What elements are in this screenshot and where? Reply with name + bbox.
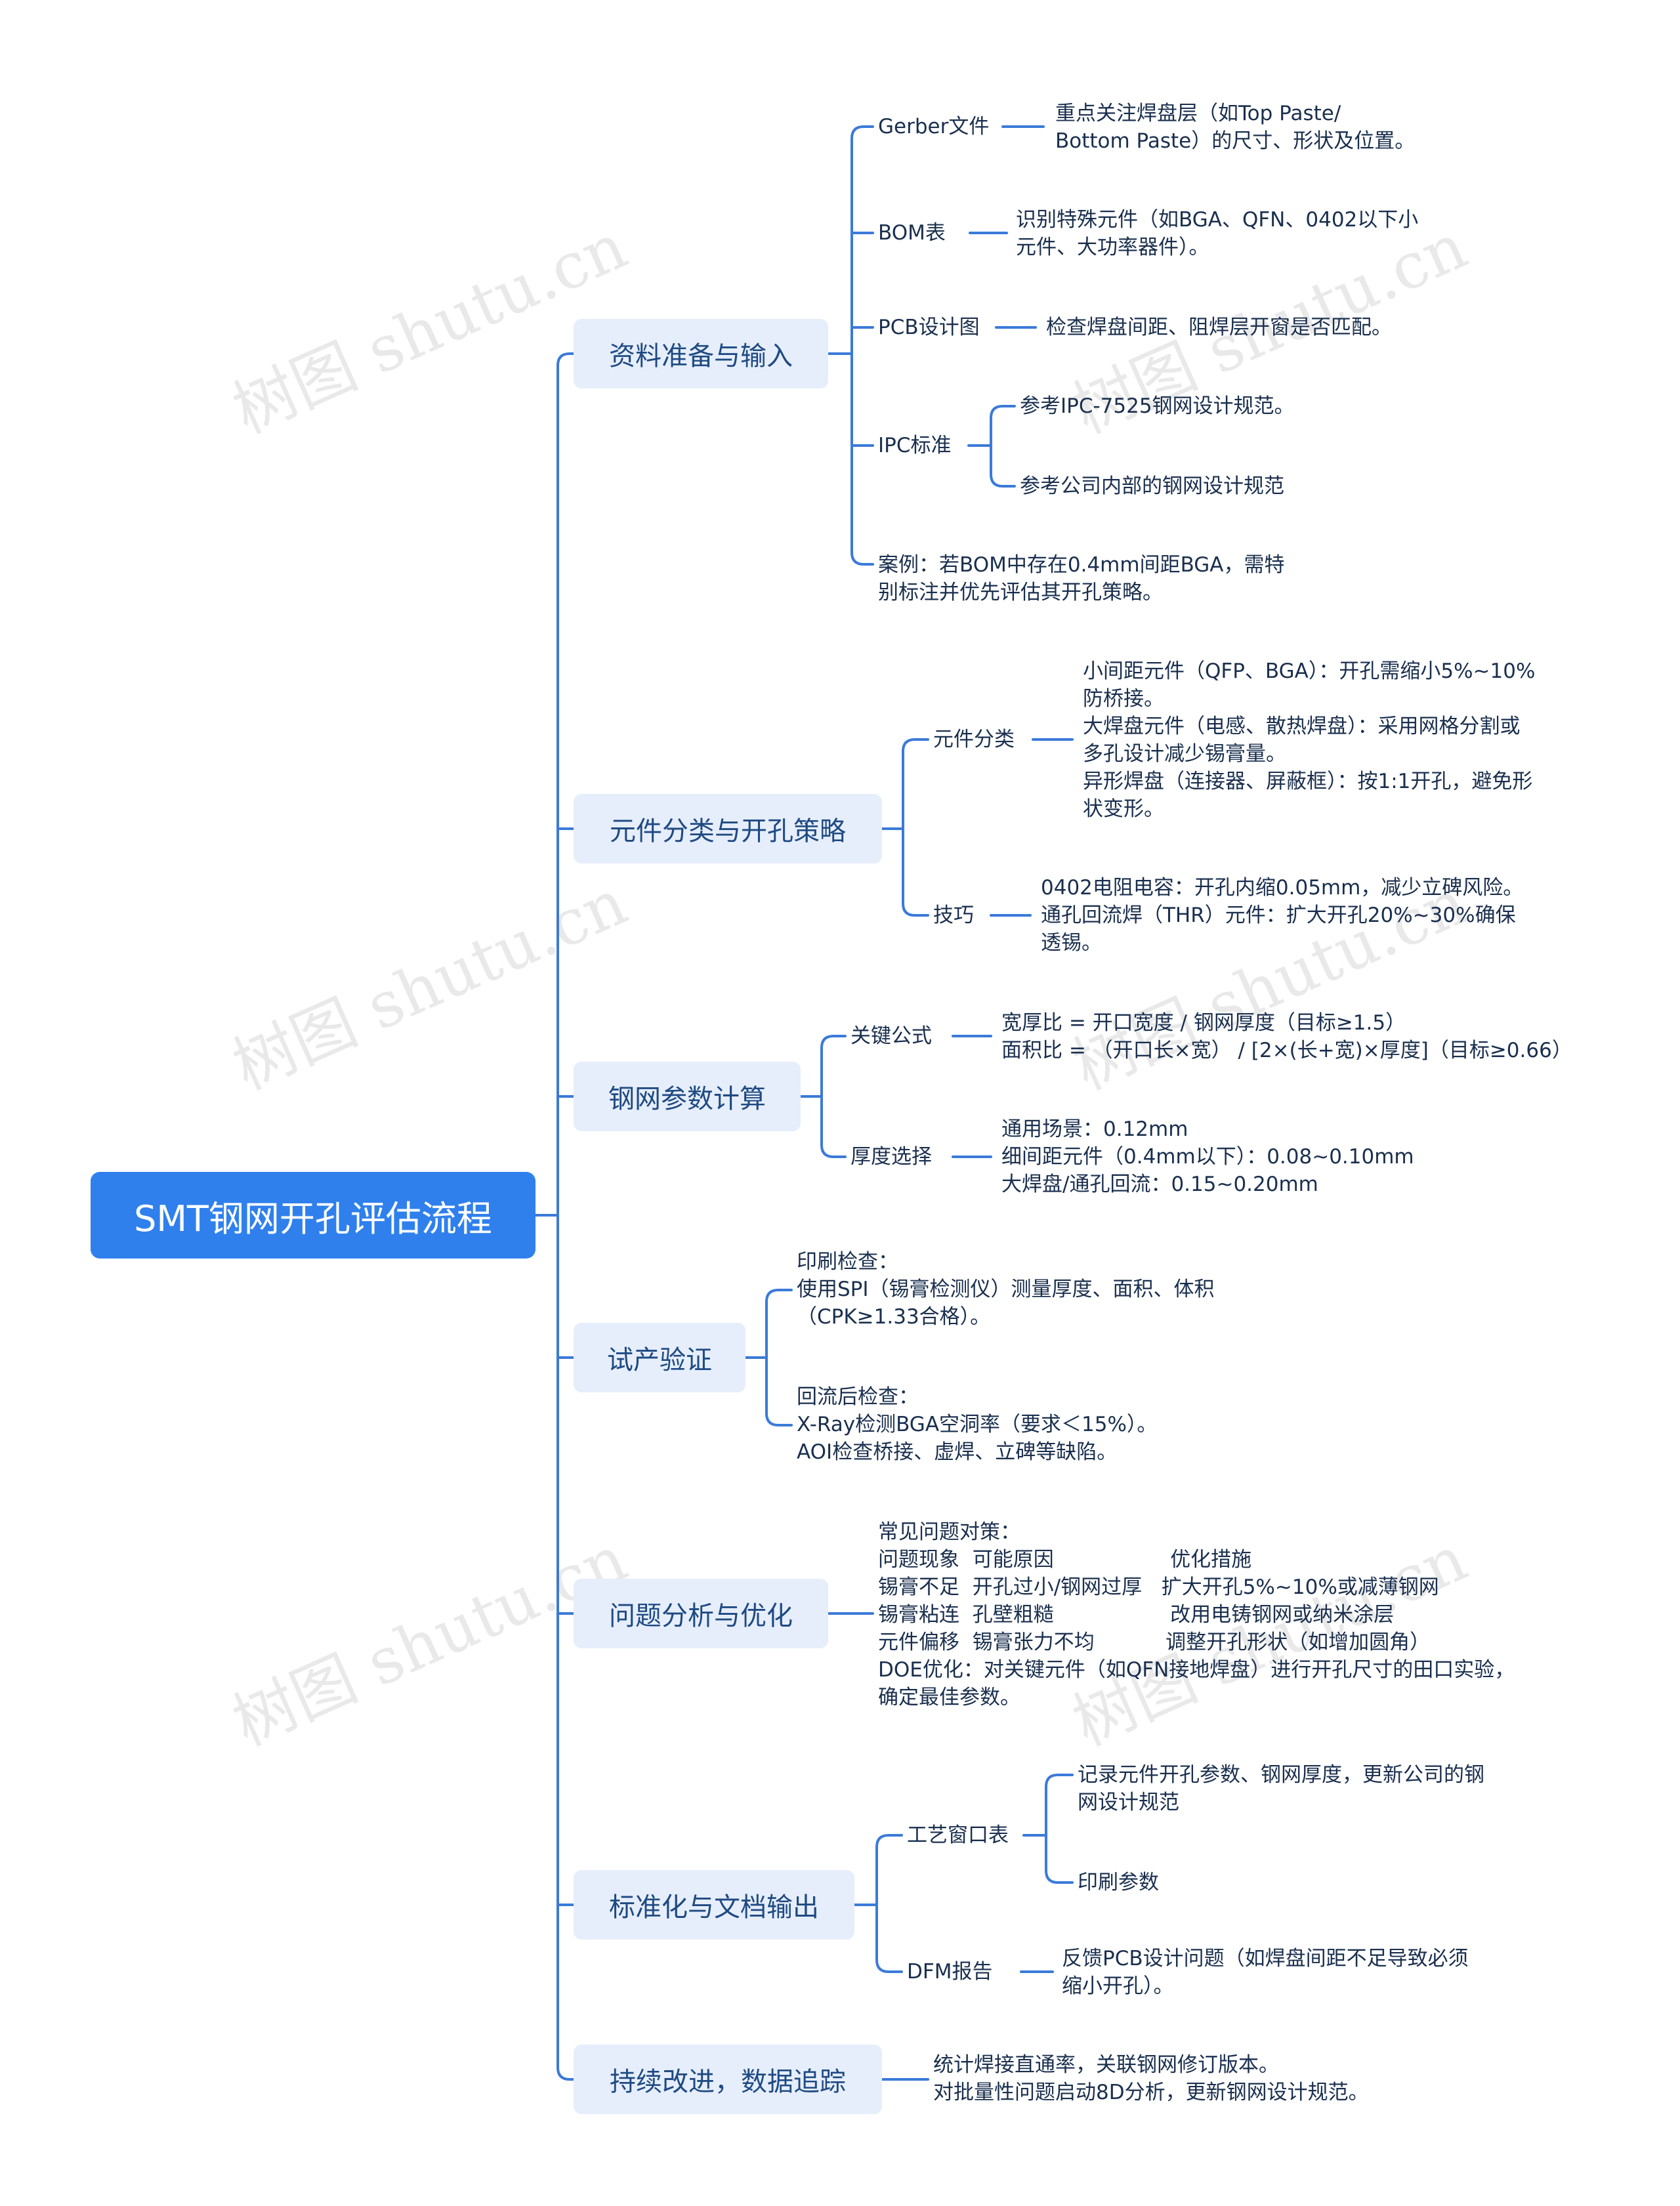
topic-case-example[interactable]: 案例：若BOM中存在0.4mm间距BGA，需特 别标注并优先评估其开孔策略。 <box>878 553 1285 604</box>
connector-line <box>820 1095 847 1158</box>
connector-line <box>990 444 1016 488</box>
topic-reflow-inspection[interactable]: 回流后检查： X-Ray检测BGA空洞率（要求＜15%）。 AOI检查桥接、虚焊… <box>797 1385 1158 1464</box>
topic-key-formula[interactable]: 关键公式 <box>850 1024 932 1048</box>
topic-ipc-standard[interactable]: IPC标准 <box>878 434 952 457</box>
topic-component-classes[interactable]: 元件分类 <box>933 728 1015 751</box>
connector-line <box>765 1356 793 1426</box>
branch-data-preparation[interactable]: 资料准备与输入 <box>574 319 828 388</box>
leaf-ipc-7525: 参考IPC-7525钢网设计规范。 <box>1020 394 1295 418</box>
connector-line <box>765 1289 793 1359</box>
topic-thickness-choice[interactable]: 厚度选择 <box>850 1145 932 1169</box>
connector-line <box>902 827 929 917</box>
topic-tracking-notes[interactable]: 统计焊接直通率，关联钢网修订版本。 对批量性问题启动8D分析，更新钢网设计规范。 <box>933 2053 1369 2104</box>
topic-process-window[interactable]: 工艺窗口表 <box>907 1823 1009 1847</box>
leaf-internal-spec: 参考公司内部的钢网设计规范 <box>1020 474 1284 498</box>
leaf-bom-note: 识别特殊元件（如BGA、QFN、0402以下小 元件、大功率器件）。 <box>1016 208 1419 259</box>
leaf-gerber-note: 重点关注焊盘层（如Top Paste/ Bottom Paste）的尺寸、形状及… <box>1055 102 1416 153</box>
connector-line <box>875 1904 903 1973</box>
branch-component-strategy[interactable]: 元件分类与开孔策略 <box>574 794 882 864</box>
connector-line <box>820 1035 847 1098</box>
root-topic[interactable]: SMT钢网开孔评估流程 <box>91 1172 536 1259</box>
leaf-tips-list: 0402电阻电容：开孔内缩0.05mm，减少立碑风险。 通孔回流焊（THR）元件… <box>1041 876 1524 955</box>
connector-line <box>850 125 874 355</box>
topic-countermeasures[interactable]: 常见问题对策： 问题现象 可能原因 优化措施 锡膏不足 开孔过小/钢网过厚 扩大… <box>878 1520 1515 1709</box>
leaf-pcb-note: 检查焊盘间距、阻焊层开窗是否匹配。 <box>1046 316 1392 339</box>
branch-standardization[interactable]: 标准化与文档输出 <box>574 1870 854 1940</box>
connector-line <box>902 738 929 830</box>
connector-line <box>875 1834 903 1906</box>
branch-trial-verification[interactable]: 试产验证 <box>574 1323 746 1392</box>
leaf-formula-list: 宽厚比 = 开口宽度 / 钢网厚度（目标≥1.5） 面积比 = （开口长×宽） … <box>1001 1011 1572 1062</box>
branch-stencil-parameters[interactable]: 钢网参数计算 <box>574 1062 801 1131</box>
connector-line <box>850 352 874 566</box>
leaf-thickness-list: 通用场景：0.12mm 细间距元件（0.4mm以下）：0.08~0.10mm 大… <box>1001 1117 1414 1196</box>
leaf-print-params: 印刷参数 <box>1078 1871 1159 1894</box>
connector-line <box>1045 1834 1074 1884</box>
topic-tips[interactable]: 技巧 <box>933 904 974 927</box>
topic-bom[interactable]: BOM表 <box>878 221 946 245</box>
connector-line <box>556 352 575 1217</box>
topic-print-inspection[interactable]: 印刷检查： 使用SPI（锡膏检测仪）测量厚度、面积、体积 （CPK≥1.33合格… <box>797 1250 1215 1329</box>
connector-line <box>990 405 1016 447</box>
topic-dfm-report[interactable]: DFM报告 <box>907 1960 993 1984</box>
connector-line <box>1045 1774 1074 1837</box>
leaf-dfm-feedback: 反馈PCB设计问题（如焊盘间距不足导致必须 缩小开孔）。 <box>1062 1947 1469 1998</box>
leaf-class-rules: 小间距元件（QFP、BGA）：开孔需缩小5%~10% 防桥接。 大焊盘元件（电感… <box>1083 659 1536 821</box>
topic-gerber[interactable]: Gerber文件 <box>878 115 990 138</box>
leaf-record-params: 记录元件开孔参数、钢网厚度，更新公司的钢 网设计规范 <box>1078 1763 1484 1814</box>
branch-problem-analysis[interactable]: 问题分析与优化 <box>574 1579 828 1648</box>
topic-pcb-design[interactable]: PCB设计图 <box>878 316 980 339</box>
branch-continuous-improvement[interactable]: 持续改进，数据追踪 <box>574 2045 882 2114</box>
connector-line <box>556 1214 575 2081</box>
